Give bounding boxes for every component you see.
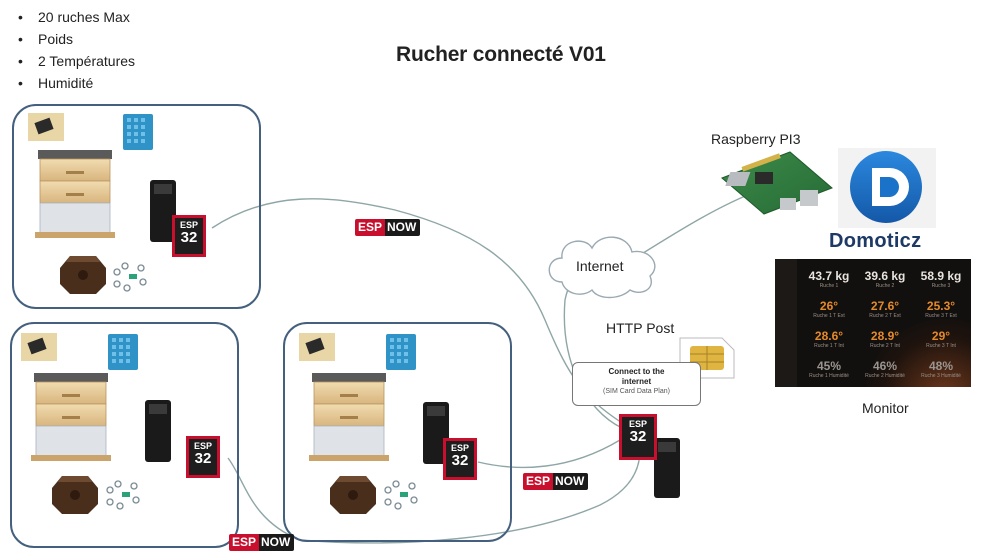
- connect-subtitle: (SIM Card Data Plan): [603, 388, 670, 395]
- temperature-sensor-icon: [299, 333, 335, 361]
- feature-item: Humidité: [14, 72, 135, 94]
- monitor-tile-value: 28.6°: [814, 329, 844, 343]
- monitor-tile-value: 43.7 kg: [808, 269, 850, 283]
- monitor-tile: 45%Ruche 1 Humidité: [803, 359, 855, 380]
- esp32-chip-line2: 32: [194, 450, 212, 467]
- connect-internet-box: Connect to the internet (SIM Card Data P…: [572, 362, 701, 406]
- esp32-chip-hive-3: ESP 32: [443, 438, 477, 480]
- esp32-chip-line2: 32: [451, 452, 469, 469]
- monitor-label: Monitor: [862, 400, 909, 416]
- monitor-tile: 48%Ruche 3 Humidité: [915, 359, 967, 380]
- monitor-tile-caption: Ruche 2 T Ext: [869, 313, 901, 319]
- monitor-tile-value: 58.9 kg: [920, 269, 962, 283]
- esp32-board-icon: [150, 180, 176, 242]
- espnow-part2: NOW: [385, 219, 421, 236]
- esp32-chip-line1: ESP: [628, 419, 647, 429]
- diagram-title: Rucher connecté V01: [396, 43, 606, 66]
- hive-2-contents: [21, 333, 140, 514]
- monitor-sidebar: [775, 259, 797, 387]
- monitor-tile-value: 25.3°: [926, 299, 956, 313]
- monitor-tile-value: 28.9°: [870, 329, 900, 343]
- hive-box-2: [10, 322, 239, 548]
- espnow-part1: ESP: [355, 219, 386, 236]
- monitor-tile-caption: Ruche 2 Humidité: [865, 373, 905, 379]
- esp32-board-icon: [145, 400, 171, 462]
- feature-list: 20 ruches Max Poids 2 Températures Humid…: [14, 6, 135, 94]
- monitor-tile-value: 45%: [816, 359, 842, 373]
- humidity-sensor-icon: [108, 334, 138, 370]
- espnow-part1: ESP: [229, 534, 260, 551]
- esp32-chip-hive-2: ESP 32: [186, 436, 220, 478]
- espnow-badge: ESP NOW: [229, 534, 295, 551]
- humidity-sensor-icon: [386, 334, 416, 370]
- esp32-chip-line1: ESP: [179, 220, 198, 230]
- feature-item: 20 ruches Max: [14, 6, 135, 28]
- domoticz-logo-icon: [838, 148, 936, 228]
- hive-box-1: [12, 104, 261, 309]
- hive-box-3: [283, 322, 512, 542]
- monitor-tile: 25.3°Ruche 3 T Ext: [915, 299, 967, 320]
- http-post-label: HTTP Post: [606, 320, 675, 336]
- monitor-tile: 28.6°Ruche 1 T Int: [803, 329, 855, 350]
- esp32-chip-line2: 32: [180, 229, 198, 246]
- domoticz-label: Domoticz: [829, 230, 922, 252]
- connect-title-line2: internet: [621, 377, 652, 386]
- esp32-board-icon: [654, 438, 680, 498]
- connect-title-line1: Connect to the: [608, 367, 665, 376]
- espnow-badge: ESP NOW: [523, 473, 589, 490]
- feature-item: 2 Températures: [14, 50, 135, 72]
- monitor-tile-caption: Ruche 3 T Int: [926, 343, 956, 349]
- monitor-tile-value: 39.6 kg: [864, 269, 906, 283]
- internet-label: Internet: [576, 258, 624, 274]
- monitor-tile: 46%Ruche 2 Humidité: [859, 359, 911, 380]
- esp32-chip-hive-1: ESP 32: [172, 215, 206, 257]
- esp32-chip-line1: ESP: [450, 443, 469, 453]
- monitor-tile-value: 46%: [872, 359, 898, 373]
- esp32-chip-line1: ESP: [193, 441, 212, 451]
- hive-3-contents: [299, 333, 418, 514]
- espnow-part2: NOW: [553, 473, 589, 490]
- cloud-icon: [548, 236, 656, 299]
- monitor-tile: 27.6°Ruche 2 T Ext: [859, 299, 911, 320]
- humidity-sensor-icon: [123, 114, 153, 150]
- monitor-tile-caption: Ruche 1 T Int: [814, 343, 844, 349]
- espnow-badge: ESP NOW: [355, 219, 421, 236]
- monitor-tile-value: 26°: [819, 299, 839, 313]
- monitor-tile-caption: Ruche 3 Humidité: [921, 373, 961, 379]
- monitor-tile: 26°Ruche 1 T Ext: [803, 299, 855, 320]
- monitor-tile-value: 29°: [931, 329, 951, 343]
- monitor-tile-value: 48%: [928, 359, 954, 373]
- raspberry-pi-label: Raspberry PI3: [711, 131, 801, 147]
- monitor-tile-caption: Ruche 2 T Int: [870, 343, 900, 349]
- esp32-chip-line2: 32: [629, 428, 647, 445]
- monitor-tile-caption: Ruche 2: [875, 283, 895, 289]
- monitor-tile-caption: Ruche 3 T Ext: [925, 313, 957, 319]
- wire-internet-raspberry: [639, 189, 761, 256]
- monitor-tile-value: 27.6°: [870, 299, 900, 313]
- monitor-tile-caption: Ruche 3: [931, 283, 951, 289]
- esp32-chip-gateway: ESP 32: [619, 414, 657, 460]
- espnow-part1: ESP: [523, 473, 554, 490]
- monitor-tile: 28.9°Ruche 2 T Int: [859, 329, 911, 350]
- espnow-part2: NOW: [259, 534, 295, 551]
- monitor-tile-caption: Ruche 1: [819, 283, 839, 289]
- monitor-tile-caption: Ruche 1 T Ext: [813, 313, 845, 319]
- monitor-tile-caption: Ruche 1 Humidité: [809, 373, 849, 379]
- wire-hive3-gateway: [477, 439, 621, 469]
- raspberry-pi-icon: [721, 151, 833, 215]
- feature-item: Poids: [14, 28, 135, 50]
- monitor-tile: 29°Ruche 3 T Int: [915, 329, 967, 350]
